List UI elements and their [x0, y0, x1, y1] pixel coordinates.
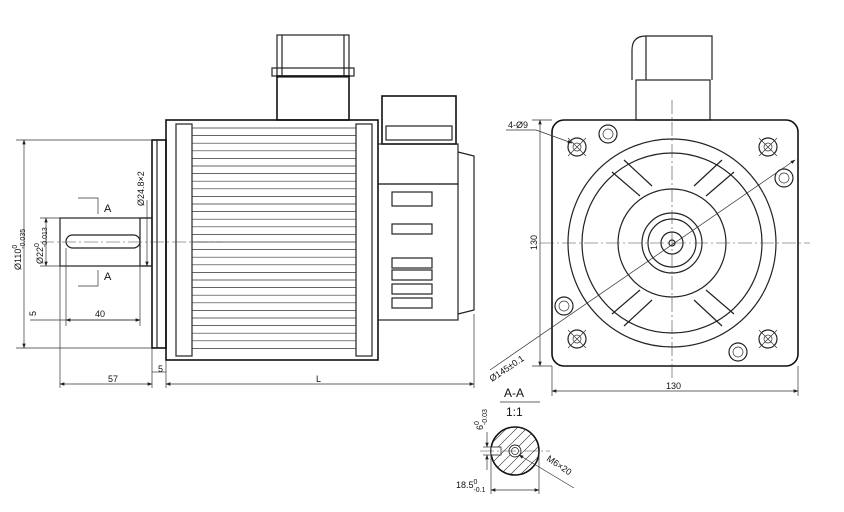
dim-flange-thickness: 5: [158, 364, 163, 374]
key-depth-label: 18.50-0.1: [456, 479, 486, 494]
front-view: 4-Ø9 Ø145±0.1 130 130: [488, 35, 810, 396]
dim-key-length: 40: [95, 309, 105, 319]
mount-holes: [554, 124, 794, 362]
key-width-label: 60-0.03: [474, 409, 489, 430]
side-view: A A Ø1100-0.035 Ø220-0.013 Ø24.8×2 5 40: [12, 34, 475, 388]
section-marker-bottom: A: [104, 271, 112, 283]
flange: [151, 139, 167, 349]
shaft-diameter-label: Ø220-0.013: [34, 227, 49, 264]
shaft-cross-section: [490, 426, 540, 476]
dim-height-label: 130: [529, 235, 539, 250]
keyway: [65, 234, 141, 249]
flange-diameter-label: Ø1100-0.035: [12, 229, 27, 270]
pilot-diameter-label: Ø145±0.1: [488, 353, 526, 383]
bolt-depth-label: Ø24.8×2: [136, 171, 146, 206]
power-connector: [271, 34, 355, 121]
dim-width-label: 130: [666, 381, 681, 391]
cooling-fins: [192, 127, 356, 349]
mount-holes-label: 4-Ø9: [508, 120, 528, 130]
dim-shaft-length: 57: [108, 374, 118, 384]
dim-motor-length: L: [316, 374, 321, 384]
dim-key-offset: 5: [28, 311, 38, 316]
section-scale: 1:1: [506, 405, 523, 419]
thread-label: M6×20: [545, 453, 574, 477]
section-marker-top: A: [104, 203, 112, 215]
section-view: A-A 1:1 60: [456, 386, 575, 494]
motor-housing: [165, 119, 379, 361]
section-title: A-A: [504, 386, 524, 400]
rear-cover: [377, 183, 459, 321]
